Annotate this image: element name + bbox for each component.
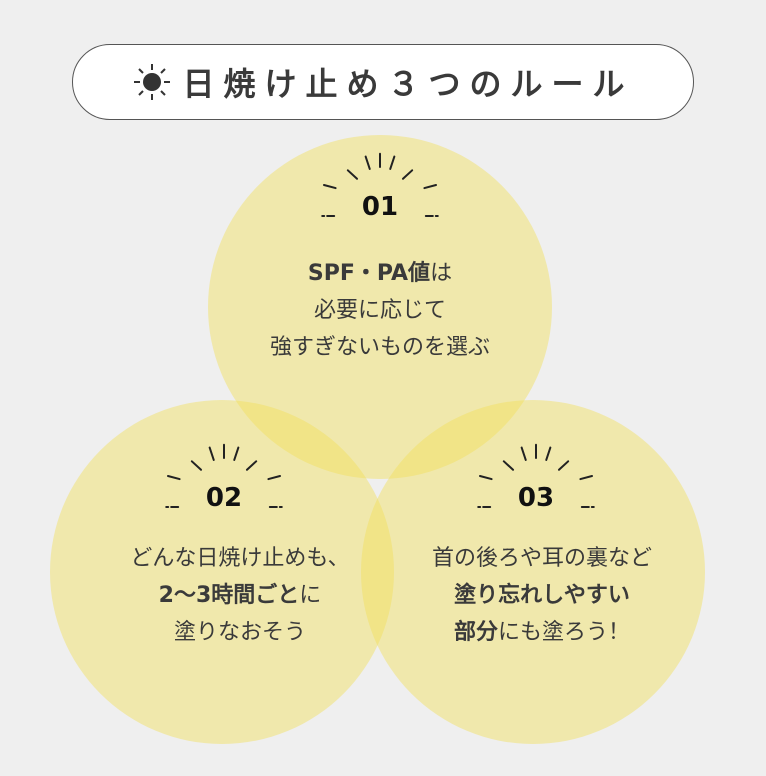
rule-segment: どんな日焼け止めも、 — [130, 546, 350, 571]
rule-text-01: SPF・PA値は必要に応じて強すぎないものを選ぶ — [220, 255, 540, 366]
burst-line-2 — [208, 446, 215, 461]
rule-segment: に — [299, 583, 322, 608]
rule-line: 塗りなおそう — [80, 614, 400, 651]
rule-segment: 必要に応じて — [313, 298, 446, 323]
rule-number-03: 03 — [517, 483, 555, 513]
rule-line: 2〜3時間ごとに — [80, 577, 400, 614]
burst-line-1 — [423, 183, 438, 190]
rule-number-02: 02 — [205, 483, 243, 513]
burst-line-1 — [401, 169, 414, 180]
rule-line: 強すぎないものを選ぶ — [220, 329, 540, 366]
rule-segment: 塗りなおそう — [173, 620, 306, 645]
rule-emphasis: SPF・PA値 — [307, 261, 431, 286]
burst-line-2 — [245, 460, 258, 471]
rule-segment: は — [430, 261, 453, 286]
burst-line-3 — [579, 474, 594, 481]
title-banner: 日焼け止め３つのルール — [72, 44, 694, 120]
burst-line-3 — [478, 474, 493, 481]
rule-line: 塗り忘れしやすい — [382, 577, 702, 614]
rule-line: 部分にも塗ろう！ — [382, 614, 702, 651]
rule-segment: 首の後ろや耳の裏など — [431, 546, 652, 571]
rule-segment: 強すぎないものを選ぶ — [269, 335, 490, 360]
circle-rule-02 — [50, 400, 394, 744]
rule-text-03: 首の後ろや耳の裏など塗り忘れしやすい部分にも塗ろう！ — [382, 540, 702, 651]
burst-line-3 — [520, 446, 527, 461]
rule-number-01: 01 — [361, 192, 399, 222]
circle-rule-01 — [208, 135, 552, 479]
burst-line-1 — [364, 155, 371, 170]
rule-text-02: どんな日焼け止めも、 2〜3時間ごとに塗りなおそう — [80, 540, 400, 651]
burst-line-3 — [502, 460, 515, 471]
rule-emphasis: 2〜3時間ごと — [158, 583, 300, 608]
sun-icon — [134, 64, 171, 100]
burst-line-1 — [389, 155, 396, 170]
burst-line-2 — [233, 446, 240, 461]
rule-line: SPF・PA値は — [220, 255, 540, 292]
rule-line: どんな日焼け止めも、 — [80, 540, 400, 577]
burst-line-3 — [545, 446, 552, 461]
rule-emphasis: 部分 — [453, 620, 498, 645]
rule-line: 首の後ろや耳の裏など — [382, 540, 702, 577]
rule-emphasis: 塗り忘れしやすい — [454, 583, 630, 608]
rule-segment: にも塗ろう！ — [498, 620, 631, 645]
burst-line-1 — [346, 169, 359, 180]
burst-line-1 — [322, 183, 337, 190]
page-title: 日焼け止め３つのルール — [182, 65, 634, 103]
burst-line-3 — [557, 460, 570, 471]
burst-line-2 — [190, 460, 203, 471]
circle-rule-03 — [361, 400, 705, 744]
burst-line-2 — [166, 474, 181, 481]
burst-line-2 — [267, 474, 282, 481]
rule-line: 必要に応じて — [220, 292, 540, 329]
